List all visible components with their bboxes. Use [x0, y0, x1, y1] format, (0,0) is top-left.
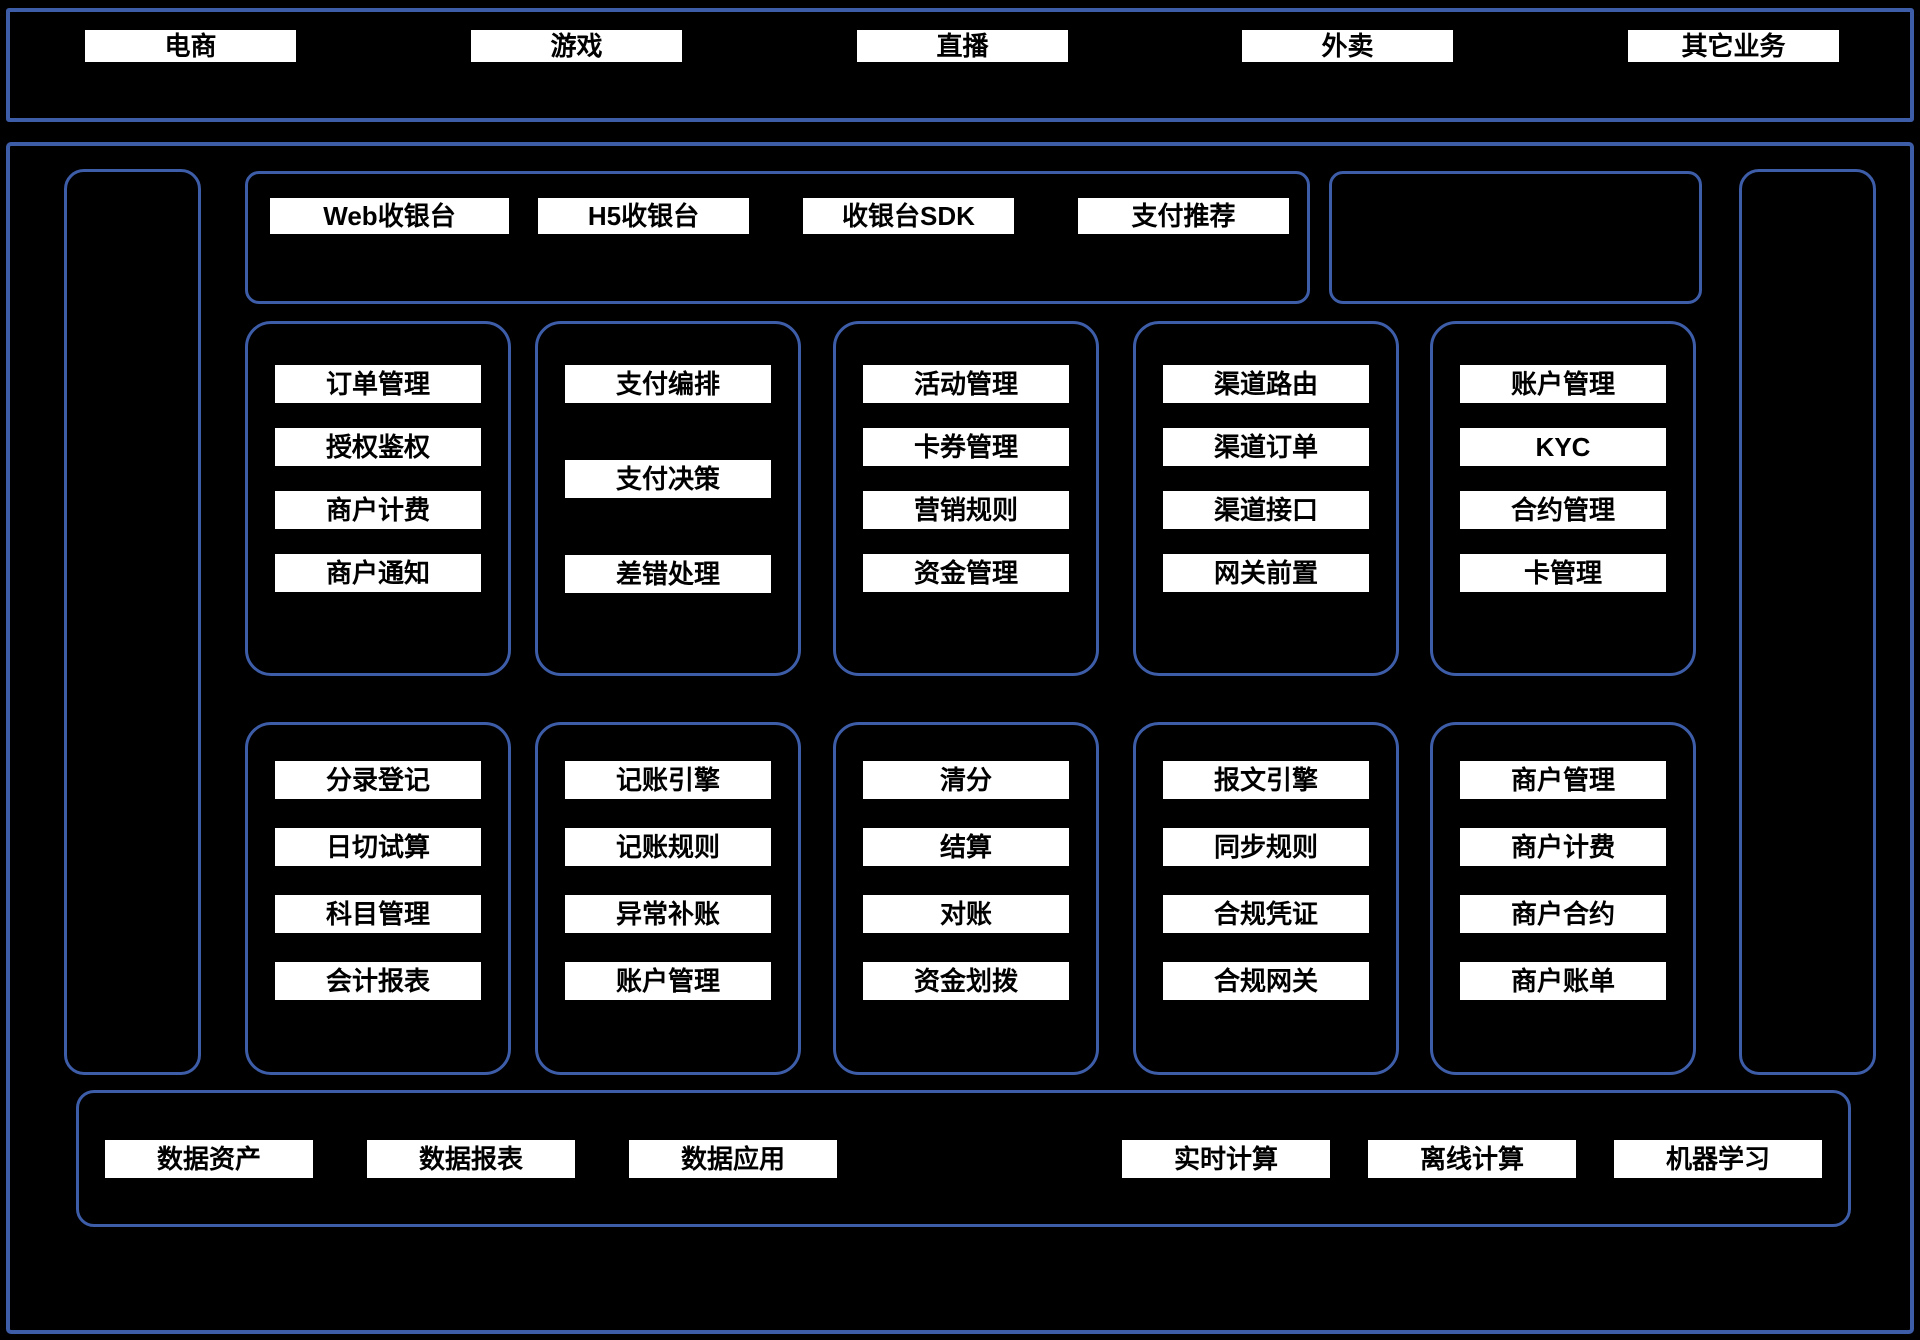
right-pillar	[1739, 169, 1876, 1075]
data-left-cluster: 数据资产 数据报表 数据应用	[103, 1137, 839, 1180]
module-item: 商户合约	[1458, 893, 1668, 935]
module-item: KYC	[1458, 426, 1668, 468]
module-group-ledger: 分录登记 日切试算 科目管理 会计报表	[245, 722, 511, 1075]
module-item: 合规凭证	[1161, 893, 1371, 935]
module-item: 合约管理	[1458, 489, 1668, 531]
module-item: 商户通知	[273, 552, 483, 594]
module-item: 账户管理	[563, 960, 773, 1002]
module-item: 账户管理	[1458, 363, 1668, 405]
module-group-order: 订单管理 授权鉴权 商户计费 商户通知	[245, 321, 511, 676]
module-item: 渠道接口	[1161, 489, 1371, 531]
module-item: 商户管理	[1458, 759, 1668, 801]
module-item: 报文引擎	[1161, 759, 1371, 801]
module-item: 异常补账	[563, 893, 773, 935]
business-item: 电商	[83, 28, 298, 64]
data-item: 离线计算	[1366, 1137, 1578, 1180]
module-item: 结算	[861, 826, 1071, 868]
module-item: 活动管理	[861, 363, 1071, 405]
module-item: 清分	[861, 759, 1071, 801]
module-item: 授权鉴权	[273, 426, 483, 468]
module-item: 记账引擎	[563, 759, 773, 801]
module-item: 营销规则	[861, 489, 1071, 531]
module-item: 合规网关	[1161, 960, 1371, 1002]
checkout-item: Web收银台	[268, 196, 511, 236]
module-item: 对账	[861, 893, 1071, 935]
module-group-channel: 渠道路由 渠道订单 渠道接口 网关前置	[1133, 321, 1399, 676]
data-item: 机器学习	[1612, 1137, 1824, 1180]
module-group-payment: 支付编排 支付决策 差错处理	[535, 321, 801, 676]
checkout-item: 支付推荐	[1076, 196, 1291, 236]
module-item: 商户账单	[1458, 960, 1668, 1002]
module-item: 资金管理	[861, 552, 1071, 594]
module-item: 资金划拨	[861, 960, 1071, 1002]
checkout-panel: Web收银台 H5收银台 收银台SDK 支付推荐	[245, 171, 1310, 304]
platform-layer-frame: Web收银台 H5收银台 收银台SDK 支付推荐 订单管理 授权鉴权 商户计费 …	[6, 142, 1914, 1334]
module-item: 会计报表	[273, 960, 483, 1002]
module-item: 商户计费	[1458, 826, 1668, 868]
module-group-compliance: 报文引擎 同步规则 合规凭证 合规网关	[1133, 722, 1399, 1075]
module-item: 渠道订单	[1161, 426, 1371, 468]
module-item: 网关前置	[1161, 552, 1371, 594]
module-item: 差错处理	[563, 553, 773, 595]
data-layer-panel: 数据资产 数据报表 数据应用 实时计算 离线计算 机器学习	[76, 1090, 1851, 1227]
left-pillar	[64, 169, 201, 1075]
module-item: 支付编排	[563, 363, 773, 405]
data-item: 实时计算	[1120, 1137, 1332, 1180]
business-item: 外卖	[1240, 28, 1455, 64]
module-group-bookkeeping: 记账引擎 记账规则 异常补账 账户管理	[535, 722, 801, 1075]
business-item: 游戏	[469, 28, 684, 64]
module-group-account: 账户管理 KYC 合约管理 卡管理	[1430, 321, 1696, 676]
module-item: 订单管理	[273, 363, 483, 405]
module-item: 日切试算	[273, 826, 483, 868]
reserved-panel	[1329, 171, 1702, 304]
module-item: 科目管理	[273, 893, 483, 935]
module-item: 分录登记	[273, 759, 483, 801]
data-item: 数据资产	[103, 1137, 315, 1180]
module-item: 卡管理	[1458, 552, 1668, 594]
module-item: 卡券管理	[861, 426, 1071, 468]
data-right-cluster: 实时计算 离线计算 机器学习	[1120, 1137, 1824, 1180]
business-item: 直播	[855, 28, 1070, 64]
checkout-item: H5收银台	[536, 196, 751, 236]
checkout-item: 收银台SDK	[801, 196, 1016, 236]
data-item: 数据应用	[627, 1137, 839, 1180]
module-group-merchant: 商户管理 商户计费 商户合约 商户账单	[1430, 722, 1696, 1075]
module-item: 记账规则	[563, 826, 773, 868]
business-item: 其它业务	[1626, 28, 1841, 64]
module-item: 商户计费	[273, 489, 483, 531]
business-layer-frame: 电商 游戏 直播 外卖 其它业务	[6, 8, 1914, 122]
module-item: 渠道路由	[1161, 363, 1371, 405]
data-item: 数据报表	[365, 1137, 577, 1180]
module-item: 支付决策	[563, 458, 773, 500]
module-group-marketing: 活动管理 卡券管理 营销规则 资金管理	[833, 321, 1099, 676]
module-item: 同步规则	[1161, 826, 1371, 868]
module-group-clearing: 清分 结算 对账 资金划拨	[833, 722, 1099, 1075]
